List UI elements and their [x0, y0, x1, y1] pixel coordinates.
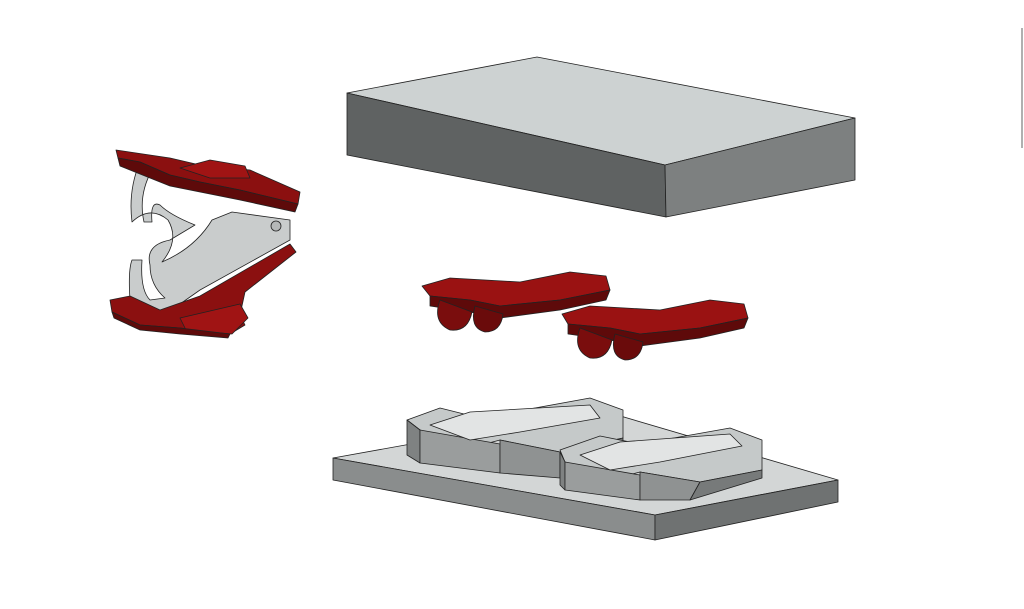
- staple-remover-assembly[interactable]: [109, 149, 301, 339]
- top-mold-block[interactable]: [346, 56, 856, 218]
- molded-part-2[interactable]: [561, 299, 749, 361]
- molded-part-1[interactable]: [421, 271, 611, 333]
- scrollbar[interactable]: [1021, 28, 1023, 148]
- bottom-mold-plate[interactable]: [332, 397, 839, 541]
- pivot-pin: [270, 220, 282, 232]
- mold-cavity-right: [559, 427, 763, 501]
